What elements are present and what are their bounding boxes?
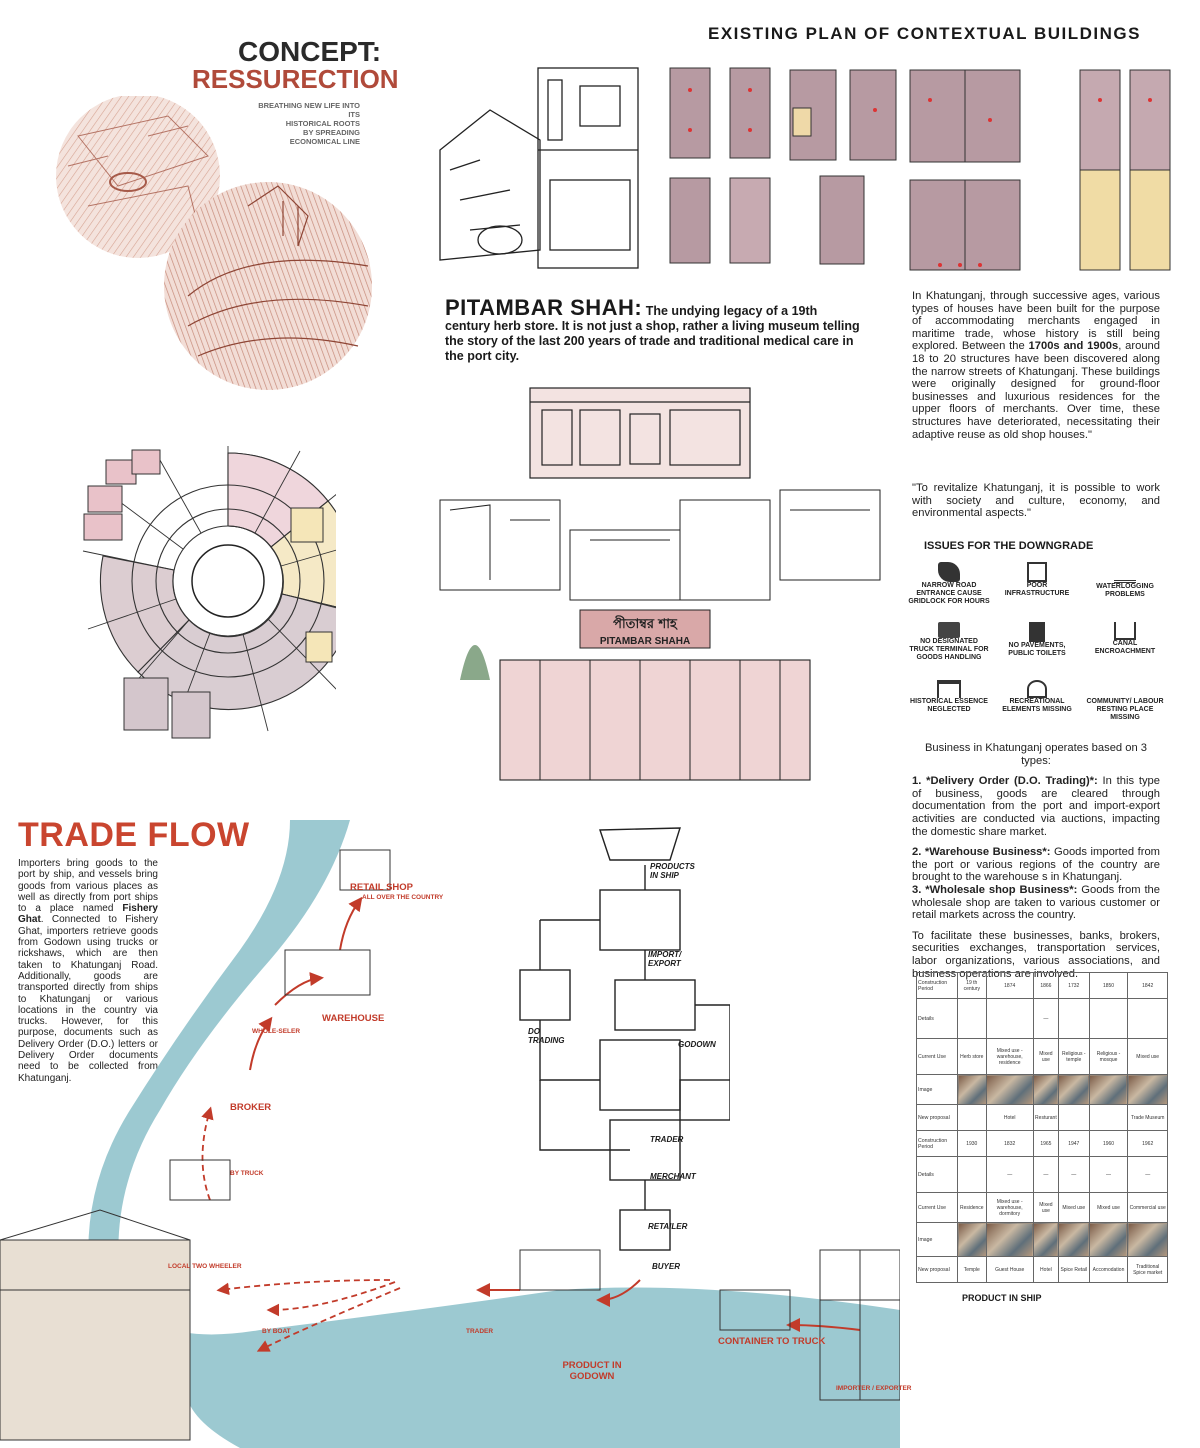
- trade-flow-title: TRADE FLOW: [18, 816, 250, 854]
- flow-do-trading: DO TRADING: [528, 1027, 565, 1045]
- heritage-icon: [937, 680, 961, 698]
- label-broker: BROKER: [230, 1102, 272, 1113]
- history-paragraph: In Khatunganj, through successive ages, …: [912, 290, 1160, 441]
- pitambar-description: The undying legacy of a 19th century her…: [445, 304, 860, 363]
- building-photo: [1032, 1074, 1059, 1105]
- revitalize-paragraph: "To revitalize Khatunganj, it is possibl…: [912, 482, 1160, 520]
- label-retail-shop: RETAIL SHOP: [350, 882, 413, 893]
- issue-historical: HISTORICAL ESSENCE NEGLECTED: [908, 680, 990, 714]
- business-item-warehouse: 2. *Warehouse Business*: Goods imported …: [912, 846, 1160, 884]
- business-item-do: 1. *Delivery Order (D.O. Trading)*: In t…: [912, 775, 1160, 838]
- trade-flow-paragraph: Importers bring goods to the port by shi…: [18, 858, 158, 1084]
- label-retail-sub: ALL OVER THE COUNTRY: [362, 894, 444, 901]
- flow-import-export: IMPORT/ EXPORT: [648, 950, 682, 968]
- pitambar-sign-english: PITAMBAR SHAHA: [600, 636, 690, 647]
- flow-merchant: MERCHANT: [650, 1172, 696, 1181]
- existing-plan-title: EXISTING PLAN OF CONTEXTUAL BUILDINGS: [708, 24, 1141, 43]
- concept-title: CONCEPT:: [238, 36, 382, 67]
- building-photo: [1032, 1222, 1059, 1257]
- issue-recreational: RECREATIONAL ELEMENTS MISSING: [996, 680, 1078, 714]
- label-by-truck: BY TRUCK: [230, 1170, 264, 1177]
- flow-products-in-ship: PRODUCTS IN SHIP: [650, 862, 695, 880]
- label-wholeseler: WHOLE-SELER: [252, 1028, 301, 1035]
- building-icon: [1027, 562, 1047, 582]
- issue-narrow-road: NARROW ROAD ENTRANCE CAUSE GRIDLOCK FOR …: [908, 562, 990, 606]
- pitambar-sketches: পীতাম্বর শাহ PITAMBAR SHAHA: [439, 387, 881, 781]
- concept-subtitle-ressurection: RESSURECTION: [192, 64, 399, 94]
- issue-waterlogging: WATERLOGGING PROBLEMS: [1084, 562, 1166, 599]
- flow-buyer: BUYER: [652, 1262, 681, 1271]
- issue-canal: CANAL ENCROACHMENT: [1084, 622, 1166, 656]
- building-photo: [1057, 1074, 1090, 1105]
- issue-infrastructure: POOR INFRASTRUCTURE: [996, 562, 1078, 598]
- label-trader: TRADER: [466, 1328, 494, 1335]
- building-photo: [1088, 1222, 1129, 1257]
- business-section: Business in Khatunganj operates based on…: [912, 742, 1160, 980]
- canal-icon: [1114, 622, 1136, 640]
- water-icon: [1114, 562, 1136, 583]
- pitambar-heading: PITAMBAR SHAH: The undying legacy of a 1…: [445, 297, 865, 364]
- truck-icon: [938, 622, 960, 638]
- label-by-boat: BY BOAT: [262, 1328, 291, 1335]
- concept-wheel-diagram: [82, 446, 336, 739]
- label-importer-exporter: IMPORTER / EXPORTER: [836, 1385, 912, 1392]
- building-photo: [1127, 1222, 1168, 1257]
- label-warehouse: WAREHOUSE: [322, 1013, 385, 1024]
- business-item-wholesale: 3. *Wholesale shop Business*: Goods from…: [912, 883, 1161, 922]
- issue-truck-terminal: NO DESIGNATED TRUCK TERMINAL FOR GOODS H…: [908, 622, 990, 662]
- issues-title: ISSUES FOR THE DOWNGRADE: [924, 540, 1094, 552]
- toilet-icon: [1029, 622, 1045, 642]
- playground-icon: [1027, 680, 1047, 698]
- flow-trader: TRADER: [650, 1135, 684, 1144]
- concept-sketch-circles: [56, 96, 372, 390]
- building-photo: [985, 1222, 1034, 1257]
- issue-community: COMMUNITY/ LABOUR RESTING PLACE MISSING: [1084, 680, 1166, 722]
- trade-flow-illustration: [0, 820, 900, 1448]
- label-product-godown: PRODUCT IN GODOWN: [562, 1360, 622, 1382]
- flow-retailer: RETAILER: [648, 1222, 688, 1231]
- pitambar-name: PITAMBAR SHAH:: [445, 295, 643, 320]
- building-photo: [1088, 1074, 1129, 1105]
- building-photo: [1057, 1222, 1090, 1257]
- flow-godown: GODOWN: [678, 1040, 716, 1049]
- pitambar-sign-bengali: পীতাম্বর শাহ: [613, 615, 678, 632]
- trade-process-sketch: [519, 827, 730, 1251]
- issue-pavements: NO PAVEMENTS, PUBLIC TOILETS: [996, 622, 1078, 658]
- business-intro: Business in Khatunganj operates based on…: [924, 742, 1148, 767]
- building-photo: [957, 1222, 987, 1257]
- issues-grid: NARROW ROAD ENTRANCE CAUSE GRIDLOCK FOR …: [908, 562, 1168, 752]
- label-product-in-ship: PRODUCT IN SHIP: [962, 1293, 1042, 1303]
- road-icon: [938, 562, 960, 582]
- building-photo: [957, 1074, 987, 1105]
- label-two-wheeler: LOCAL TWO WHEELER: [168, 1263, 242, 1270]
- people-icon: [1115, 680, 1135, 698]
- label-container-truck: CONTAINER TO TRUCK: [718, 1336, 826, 1347]
- existing-plan-drawings: [439, 67, 1171, 271]
- building-photo: [985, 1074, 1034, 1105]
- building-photo: [1127, 1074, 1168, 1105]
